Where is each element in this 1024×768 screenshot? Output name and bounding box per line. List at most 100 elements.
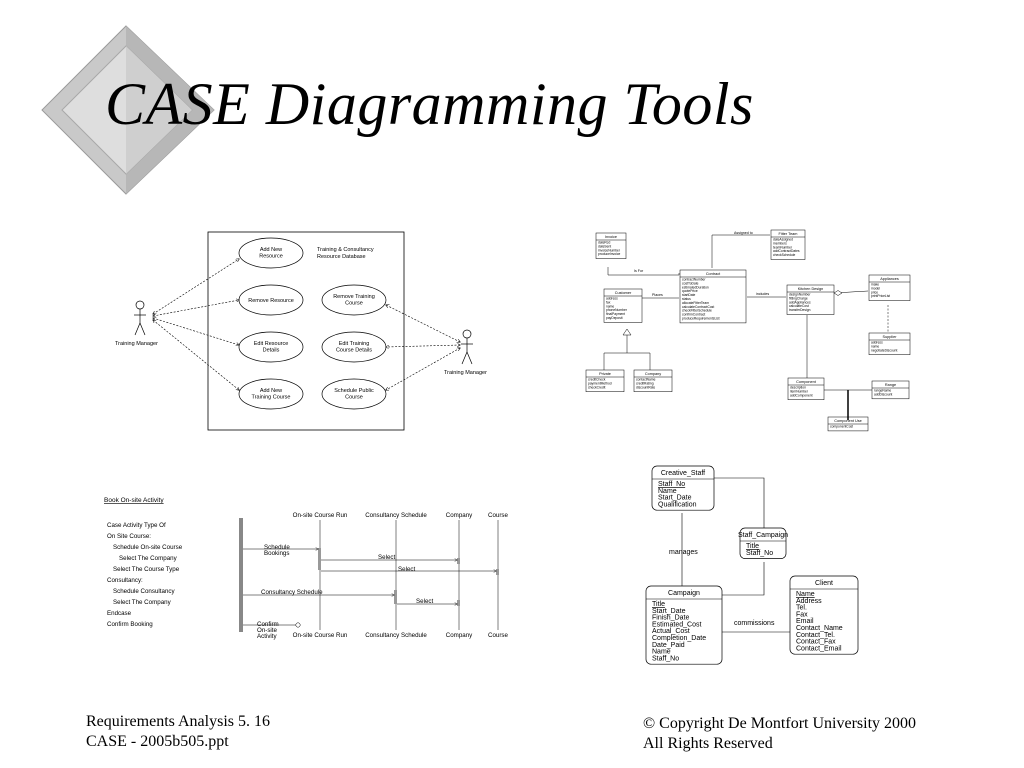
entity-attribute: Completion_Date: [652, 635, 706, 642]
class-name: Fitter Team: [779, 232, 798, 236]
class-attribute: phoneNumber: [606, 308, 628, 312]
class-name: Component: [796, 380, 817, 384]
class-attribute: negotiateDiscount: [871, 348, 897, 352]
entity-attribute: Name: [658, 488, 677, 495]
actor-right-icon: [461, 329, 473, 365]
footer-line: © Copyright De Montfort University 2000: [643, 715, 917, 732]
erd-entity: CampaignTitleStart_DateFinish_DateEstima…: [645, 585, 723, 665]
script-line: Schedule Consultancy: [113, 588, 175, 595]
script-line: Select The Course Type: [113, 566, 180, 573]
script-line: Consultancy:: [107, 577, 143, 584]
svg-text:Assigned to: Assigned to: [734, 231, 753, 235]
class-attribute: creditCheck: [588, 378, 606, 382]
class-name: Contract: [706, 272, 721, 276]
class-attribute: allocateFitterTeam: [682, 301, 709, 305]
svg-text:commissions: commissions: [734, 620, 775, 627]
entity-attribute: Staff_No: [658, 481, 685, 488]
svg-text:On-site Course Run: On-site Course Run: [293, 632, 348, 639]
footer-line: Requirements Analysis 5. 16: [86, 713, 270, 730]
class-box: ContractcontractNumbercostToDateestimate…: [679, 269, 747, 324]
class-attribute: description: [790, 386, 806, 390]
svg-text:On-site Course Run: On-site Course Run: [293, 512, 348, 519]
entity-attribute: Name: [652, 649, 671, 656]
svg-text:Select: Select: [416, 598, 433, 605]
diamond-logo-icon: [41, 25, 215, 195]
class-attribute: name: [871, 344, 879, 348]
class-attribute: addDiscount: [874, 392, 892, 396]
class-attribute: creditRating: [636, 381, 654, 385]
class-attribute: discountRate: [636, 385, 655, 389]
class-box: InvoicedateRcddateSentinvoiceNumberprodu…: [595, 232, 627, 259]
class-name: Appliances: [880, 277, 899, 281]
entity-attribute: Estimated_Cost: [652, 621, 701, 628]
class-attribute: fax: [606, 300, 611, 304]
entity-attribute: Staff_No: [746, 550, 773, 557]
use-case-diagram: Training & Consultancy Resource Database…: [115, 231, 487, 431]
class-attribute: checkSchedule: [773, 253, 796, 257]
class-attribute: calculateContractCost: [682, 305, 714, 309]
svg-text:includes: includes: [756, 292, 769, 296]
svg-text:Places: Places: [652, 293, 663, 297]
class-name: Customer: [615, 291, 632, 295]
entity-attribute: Tel.: [796, 605, 807, 612]
system-name: Training & Consultancy Resource Database: [317, 247, 375, 260]
class-attribute: contractNumber: [682, 278, 706, 282]
entity-attribute: Contact_Name: [796, 625, 843, 632]
entity-name: Campaign: [668, 590, 700, 597]
svg-text:Activity: Activity: [257, 633, 278, 640]
entity-name: Creative_Staff: [661, 470, 705, 477]
svg-text:Select: Select: [378, 554, 395, 561]
script-line: Select The Company: [119, 555, 178, 562]
entity-attribute: Finish_Date: [652, 615, 689, 622]
class-attribute: address: [871, 341, 883, 345]
class-attribute: make: [871, 283, 879, 287]
class-attribute: model: [871, 286, 880, 290]
class-attribute: price: [871, 290, 878, 294]
class-attribute: dateAssigned: [773, 238, 793, 242]
script-line: Endcase: [107, 610, 132, 617]
class-attribute: dateRcd: [598, 241, 610, 245]
class-name: Component Use: [834, 419, 861, 423]
erd-entity: Creative_StaffStaff_NoNameStart_DateQual…: [651, 465, 715, 511]
svg-text:Select: Select: [398, 566, 415, 573]
class-attribute: calculateCost: [789, 304, 809, 308]
svg-text:manages: manages: [669, 549, 698, 556]
class-name: Kitchen Design: [798, 287, 824, 291]
entity-attribute: Date_Paid: [652, 642, 685, 649]
svg-text:Course: Course: [488, 512, 509, 519]
actor-left-label: Training Manager: [115, 341, 158, 347]
class-attribute: quotePrice: [682, 289, 698, 293]
class-name: Private: [599, 372, 611, 376]
entity-attribute: Start_Date: [658, 495, 692, 502]
script-line: Select The Company: [113, 599, 172, 606]
entity-attribute: Title: [746, 543, 759, 550]
sequence-diagram: Book On-site Activity Case Activity Type…: [104, 497, 509, 640]
entity-name: Client: [815, 580, 833, 587]
svg-text:On-site: On-site: [257, 627, 278, 634]
class-attribute: componentCost: [830, 425, 853, 429]
footer-line: CASE - 2005b505.ppt: [86, 733, 229, 750]
class-box: PrivatecreditCheckpaymentMethodcheckCred…: [585, 369, 625, 392]
svg-text:Company: Company: [446, 632, 473, 639]
class-attribute: finalPayment: [606, 312, 625, 316]
svg-text:Company: Company: [446, 512, 473, 519]
footer-line: All Rights Reserved: [643, 735, 773, 752]
class-attribute: rangeName: [874, 389, 891, 393]
footer-copyright: © Copyright De Montfort University 2000 …: [643, 714, 916, 754]
class-attribute: contactName: [636, 378, 656, 382]
entity-attribute: Email: [796, 618, 814, 625]
class-attribute: itemNumber: [790, 389, 809, 393]
class-attribute: estimatedDuration: [682, 285, 709, 289]
entity-attribute: Title: [652, 601, 665, 608]
class-box: Fitter TeamdateAssignedmembersteamNumber…: [770, 229, 806, 260]
svg-text:Confirm: Confirm: [257, 621, 279, 628]
entity-attribute: Contact_Fax: [796, 639, 836, 646]
footer-course-info: Requirements Analysis 5. 16 CASE - 2005b…: [86, 712, 270, 752]
erd-entity: ClientNameAddressTel.FaxEmailContact_Nam…: [789, 575, 859, 655]
class-box: Kitchen DesigndesignNumberfittingChargea…: [786, 284, 835, 315]
entity-attribute: Staff_No: [652, 655, 679, 662]
